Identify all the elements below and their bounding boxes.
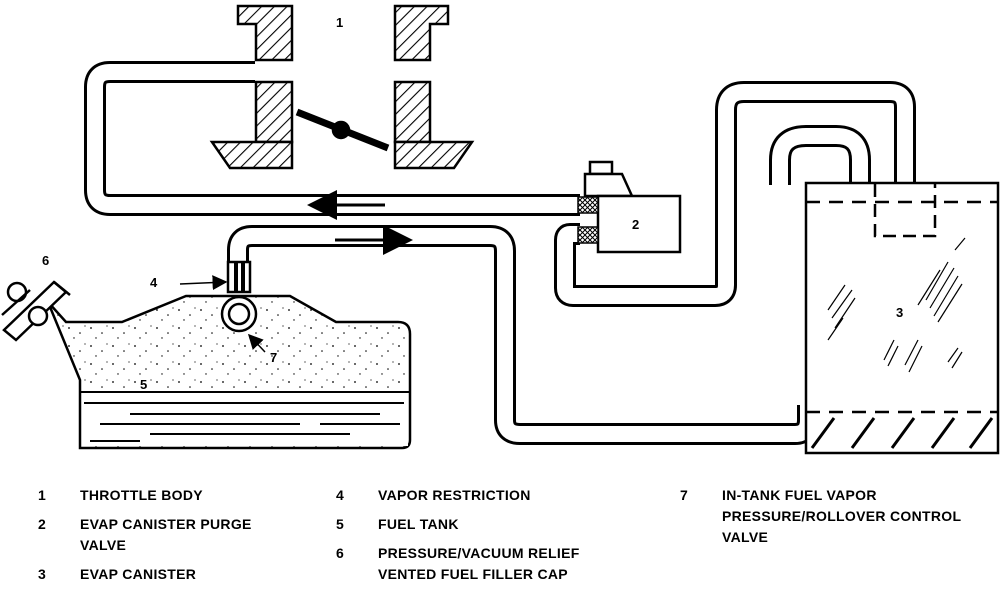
- vapor-restriction: [226, 260, 252, 294]
- legend-item-2: 2 EVAP CANISTER PURGE VALVE: [38, 514, 338, 556]
- legend-number: 7: [680, 487, 689, 503]
- legend-number: 3: [38, 566, 47, 582]
- legend-label: EVAP CANISTER PURGE VALVE: [80, 516, 252, 553]
- fuel-filler-cap: [1, 280, 71, 342]
- legend: 1 THROTTLE BODY 2 EVAP CANISTER PURGE VA…: [0, 485, 1000, 597]
- legend-column-2: 4 VAPOR RESTRICTION 5 FUEL TANK 6 PRESSU…: [336, 485, 666, 593]
- legend-item-1: 1 THROTTLE BODY: [38, 485, 338, 506]
- legend-label: EVAP CANISTER: [80, 566, 197, 582]
- legend-label: THROTTLE BODY: [80, 487, 203, 503]
- flow-arrows: [307, 190, 413, 255]
- legend-number: 1: [38, 487, 47, 503]
- throttle-shaft: [331, 120, 351, 140]
- fuel-level-lines: [80, 391, 410, 442]
- legend-column-3: 7 IN-TANK FUEL VAPOR PRESSURE/ROLLOVER C…: [680, 485, 995, 556]
- leader-arrow-7: [247, 333, 266, 353]
- legend-number: 5: [336, 516, 345, 532]
- legend-label: VAPOR RESTRICTION: [378, 487, 531, 503]
- legend-label: IN-TANK FUEL VAPOR PRESSURE/ROLLOVER CON…: [722, 487, 962, 545]
- canister-base-hatching: [810, 417, 994, 449]
- evap-system-diagram: 1 2 3 4 5 6 7: [1, 4, 1000, 455]
- purge-valve: [577, 160, 682, 254]
- callout-5: 5: [140, 377, 147, 392]
- vapor-hoses: [84, 61, 916, 445]
- legend-item-5: 5 FUEL TANK: [336, 514, 666, 535]
- throttle-body: [209, 4, 475, 170]
- legend-item-4: 4 VAPOR RESTRICTION: [336, 485, 666, 506]
- legend-item-3: 3 EVAP CANISTER: [38, 564, 338, 585]
- legend-column-1: 1 THROTTLE BODY 2 EVAP CANISTER PURGE VA…: [38, 485, 338, 593]
- canister-charcoal-marks: [827, 237, 966, 373]
- rollover-control-valve: [220, 295, 258, 333]
- callout-3: 3: [896, 305, 903, 320]
- callout-6: 6: [42, 253, 49, 268]
- fuel-tank: [46, 294, 412, 450]
- legend-number: 6: [336, 545, 345, 561]
- legend-number: 4: [336, 487, 345, 503]
- legend-label: PRESSURE/VACUUM RELIEF VENTED FUEL FILLE…: [378, 545, 580, 582]
- evap-canister: [804, 181, 1000, 455]
- callout-4: 4: [150, 275, 158, 290]
- legend-item-7: 7 IN-TANK FUEL VAPOR PRESSURE/ROLLOVER C…: [680, 485, 995, 548]
- legend-label: FUEL TANK: [378, 516, 459, 532]
- callout-2: 2: [632, 217, 639, 232]
- callout-7: 7: [270, 350, 277, 365]
- callout-1: 1: [336, 15, 343, 30]
- legend-number: 2: [38, 516, 47, 532]
- legend-item-6: 6 PRESSURE/VACUUM RELIEF VENTED FUEL FIL…: [336, 543, 666, 585]
- leader-arrow-4: [179, 275, 228, 291]
